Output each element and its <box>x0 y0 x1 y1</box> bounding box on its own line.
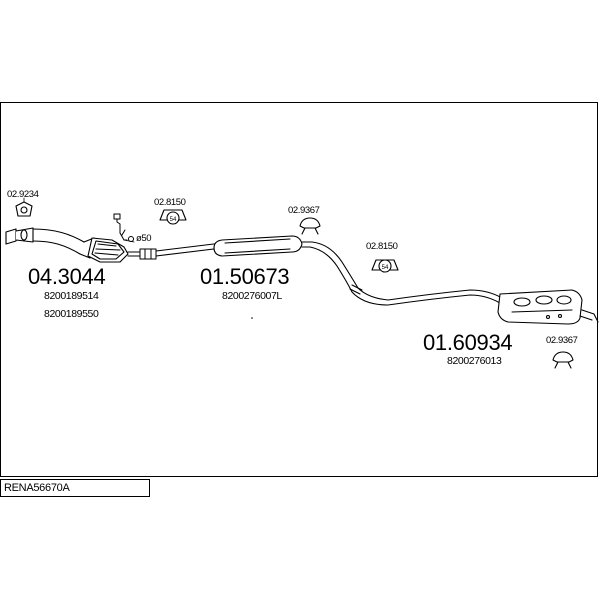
accessory-code-clamp-2: 02.9367 <box>546 335 578 346</box>
front-pipe <box>32 228 95 259</box>
reference-code: RENA56670A <box>0 479 150 497</box>
clamp-icon-2 <box>552 351 574 369</box>
hanger-mark-2: 54 <box>382 265 389 271</box>
diagram-frame <box>0 102 598 477</box>
catalytic-converter-icon <box>87 237 141 263</box>
oxygen-sensor-icon <box>113 213 134 242</box>
accessory-code-gasket: 02.9234 <box>7 189 39 200</box>
pipe-diameter-label: ø50 <box>136 233 152 244</box>
accessory-code-hanger-2: 02.8150 <box>366 241 398 252</box>
rubber-hanger-icon-2 <box>371 259 399 273</box>
part-code-middle-silencer: 01.50673 <box>200 264 290 289</box>
pipe-joint-front <box>139 248 157 260</box>
middle-silencer-icon <box>213 235 303 257</box>
front-flange-icon <box>5 227 34 245</box>
clamp-icon-1 <box>299 217 321 235</box>
gasket-icon <box>15 201 33 217</box>
oem-number-catalyst-1: 8200189514 <box>44 290 99 302</box>
intermediate-pipe <box>301 241 503 306</box>
middle-pipe <box>155 242 223 257</box>
part-code-catalyst: 04.3044 <box>28 264 106 289</box>
accessory-code-hanger-1: 02.8150 <box>154 197 186 208</box>
oem-number-middle-silencer: 8200276007L <box>222 290 282 302</box>
part-code-rear-silencer: 01.60934 <box>423 330 513 355</box>
rear-silencer-icon <box>497 289 599 325</box>
oem-number-catalyst-2: 8200189550 <box>44 308 99 320</box>
accessory-code-clamp-1: 02.9367 <box>288 205 320 216</box>
oem-number-rear-silencer: 8200276013 <box>447 355 502 367</box>
rubber-hanger-icon-1 <box>159 209 187 225</box>
hanger-mark-1: 54 <box>170 217 177 223</box>
